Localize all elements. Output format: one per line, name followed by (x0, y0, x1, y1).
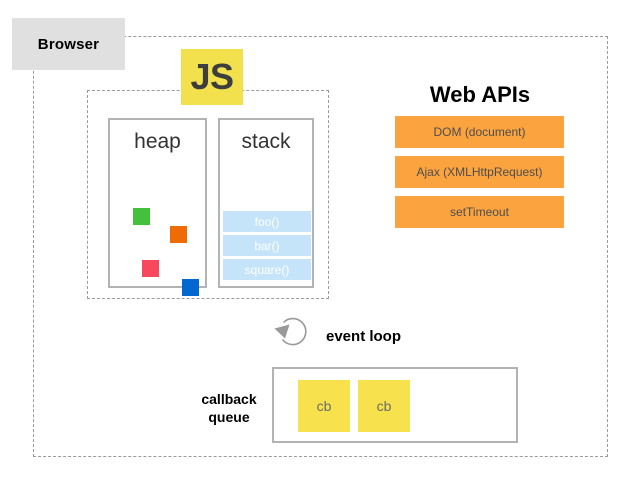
stack-panel: stack foo() bar() square() (218, 118, 314, 288)
stack-frame-label: bar() (254, 238, 280, 253)
heap-object-green (133, 208, 150, 225)
browser-label: Browser (37, 35, 100, 53)
web-api-label: Ajax (XMLHttpRequest) (416, 165, 543, 179)
callback-queue-label-line2: queue (208, 409, 250, 425)
browser-label-box: Browser (12, 18, 125, 70)
stack-frame-label: square() (244, 262, 290, 277)
stack-frame-square: square() (223, 259, 311, 280)
stack-frame-bar: bar() (223, 235, 311, 256)
callback-queue-item-label: cb (376, 398, 392, 414)
event-loop-circular-arrow-icon (270, 313, 314, 353)
browser-boundary (33, 36, 608, 457)
heap-object-red (142, 260, 159, 277)
event-loop-label: event loop (326, 328, 402, 345)
heap-object-blue (182, 279, 199, 296)
web-api-settimeout: setTimeout (395, 196, 564, 228)
heap-title: heap (134, 130, 181, 153)
web-api-ajax: Ajax (XMLHttpRequest) (395, 156, 564, 188)
web-api-dom: DOM (document) (395, 116, 564, 148)
callback-queue-label: callback queue (188, 390, 270, 426)
heap-panel: heap (108, 118, 207, 296)
stack-frame-foo: foo() (223, 211, 311, 232)
callback-queue-box: cb cb (272, 367, 518, 443)
heap-object-orange (170, 226, 187, 243)
web-api-label: setTimeout (450, 205, 509, 219)
callback-queue-label-line1: callback (201, 391, 257, 407)
callback-queue-item-label: cb (316, 398, 332, 414)
web-apis-title: Web APIs (429, 82, 531, 107)
javascript-logo: JS (181, 49, 243, 105)
callback-queue-item: cb (298, 380, 350, 432)
callback-queue-item: cb (358, 380, 410, 432)
stack-frame-label: foo() (254, 214, 280, 229)
javascript-logo-label: JS (190, 56, 234, 97)
stack-title: stack (241, 130, 291, 153)
web-api-label: DOM (document) (433, 125, 526, 139)
